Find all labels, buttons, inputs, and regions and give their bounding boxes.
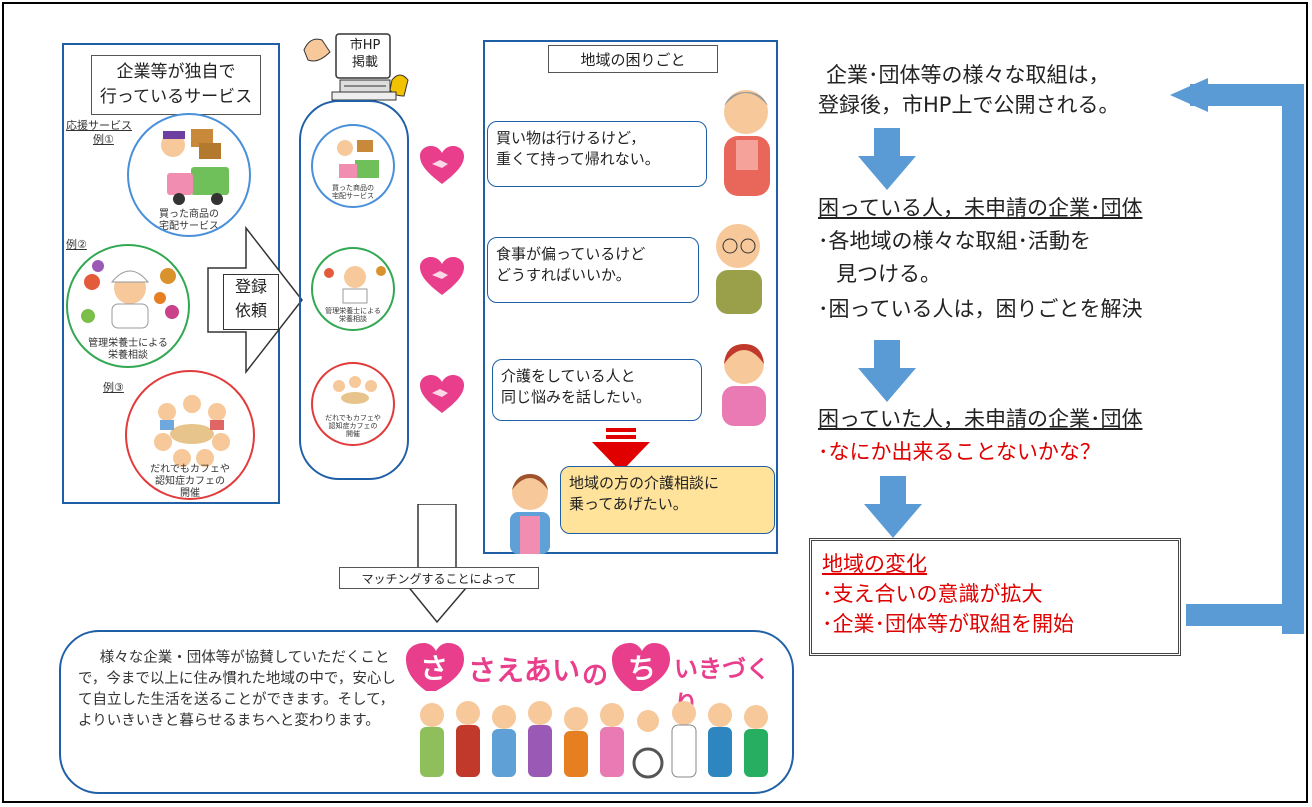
example-2-caption: 管理栄養士による 栄養相談 <box>88 338 168 361</box>
example-1-label: 例① <box>93 133 114 146</box>
hp-item-delivery-caption: 買った商品の 宅配サービス <box>332 184 374 200</box>
matching-label: マッチングすることによって <box>339 567 539 589</box>
city-hp-label: 市HP 掲載 <box>349 38 381 70</box>
heart-icon <box>420 257 464 295</box>
community-change-line-2: ･企業･団体等が取組を開始 <box>822 612 1074 636</box>
flow-step-2-line-1: ･各地域の様々な取組･活動を <box>818 229 1091 253</box>
heart-icon <box>420 375 464 413</box>
nutrition-mini-illustration <box>324 266 386 304</box>
flow-step-2-line-2: 見つける。 <box>836 262 941 286</box>
flow-step-2-line-3: ･困っている人は，困りごとを解決 <box>818 297 1143 321</box>
delivery-mini-illustration <box>337 140 379 178</box>
register-request-label: 登録 依頼 <box>223 274 279 330</box>
flow-step-1-line-1: 企業･団体等の様々な取組は， <box>826 63 1110 87</box>
logo-graphic <box>406 643 670 691</box>
sasaeai-machizukuri-logo: さ さえあい の ち いきづくり <box>406 637 776 718</box>
elderly-woman-illustration <box>724 90 770 196</box>
example-3-label: 例③ <box>103 381 124 394</box>
logo-chi: ち <box>628 652 657 685</box>
example-1-delivery-circle: 買った商品の 宅配サービス <box>127 113 251 237</box>
cafe-mini-illustration <box>333 376 377 404</box>
example-2-label: 例② <box>66 238 87 251</box>
elderly-man-illustration <box>716 224 762 314</box>
matching-down-arrow <box>396 504 480 624</box>
hp-item-cafe-caption: だれでもカフェや 認知症カフェの 開催 <box>325 414 381 438</box>
delivery-illustration <box>161 129 229 205</box>
logo-saeai: さえあい <box>468 654 581 687</box>
hp-item-nutrition-caption: 管理栄養士による 栄養相談 <box>325 307 381 323</box>
logo-ikizukuri: いきづくり <box>674 655 770 718</box>
hp-item-cafe: だれでもカフェや 認知症カフェの 開催 <box>311 362 395 446</box>
title-line-2: 行っているサービス <box>99 87 253 107</box>
loop-back-arrow <box>1170 78 1304 634</box>
community-people-illustration <box>420 701 768 779</box>
down-arrow-red-icon <box>592 428 650 472</box>
logo-no: の <box>582 661 609 691</box>
example-1-caption: 買った商品の 宅配サービス <box>159 209 219 232</box>
result-panel <box>59 630 794 794</box>
title-line-1: 企業等が独自で <box>116 62 236 82</box>
down-arrow-blue-icon <box>858 128 916 190</box>
down-arrow-blue-icon <box>858 340 916 402</box>
example-3-caption: だれでもカフェや 認知症カフェの 開催 <box>150 464 230 499</box>
down-arrow-blue-icon <box>864 476 922 538</box>
result-description: 様々な企業・団体等が協賛していただくことで，今まで以上に住み慣れた地域の中で，安… <box>78 650 396 729</box>
speech-bubble-diet: 食事が偏っているけど どうすればいいか。 <box>487 237 699 303</box>
hp-item-nutrition: 管理栄養士による 栄養相談 <box>311 247 395 331</box>
woman-illustration <box>722 344 766 426</box>
flow-step-3-heading: 困っていた人，未申請の企業･団体 <box>818 407 1143 431</box>
community-change-heading: 地域の変化 <box>822 552 927 576</box>
example-2-nutrition-circle: 管理栄養士による 栄養相談 <box>66 244 190 368</box>
flow-step-2-heading: 困っている人，未申請の企業･団体 <box>818 196 1143 220</box>
flow-step-1-line-2: 登録後，市HP上で公開される。 <box>818 93 1120 117</box>
nutritionist-illustration <box>81 260 179 329</box>
community-troubles-panel <box>483 40 778 554</box>
community-change-line-1: ･支え合いの意識が拡大 <box>822 582 1043 606</box>
computer-illustration <box>303 33 409 101</box>
logo-sa: さ <box>420 652 449 685</box>
company-services-title: 企業等が独自で 行っているサービス <box>91 55 261 115</box>
flow-step-3-line-1: ･なにか出来ることないかな？ <box>818 440 1101 464</box>
heart-icon <box>420 146 464 184</box>
cafe-illustration <box>154 395 230 467</box>
community-troubles-title: 地域の困りごと <box>548 45 718 73</box>
speech-bubble-care: 介護をしている人と 同じ悩みを話したい。 <box>492 359 702 421</box>
support-service-label: 応援サービス <box>66 119 132 132</box>
hp-item-delivery: 買った商品の 宅配サービス <box>311 124 395 208</box>
city-hp-list-panel <box>299 100 409 480</box>
helper-woman-illustration <box>510 474 550 554</box>
speech-bubble-volunteer: 地域の方の介護相談に 乗ってあげたい。 <box>560 466 775 534</box>
example-3-cafe-circle: だれでもカフェや 認知症カフェの 開催 <box>125 370 255 500</box>
speech-bubble-shopping: 買い物は行けるけど， 重くて持って帰れない。 <box>487 121 707 187</box>
community-change-box: 地域の変化 ･支え合いの意識が拡大 ･企業･団体等が取組を開始 <box>809 538 1181 656</box>
